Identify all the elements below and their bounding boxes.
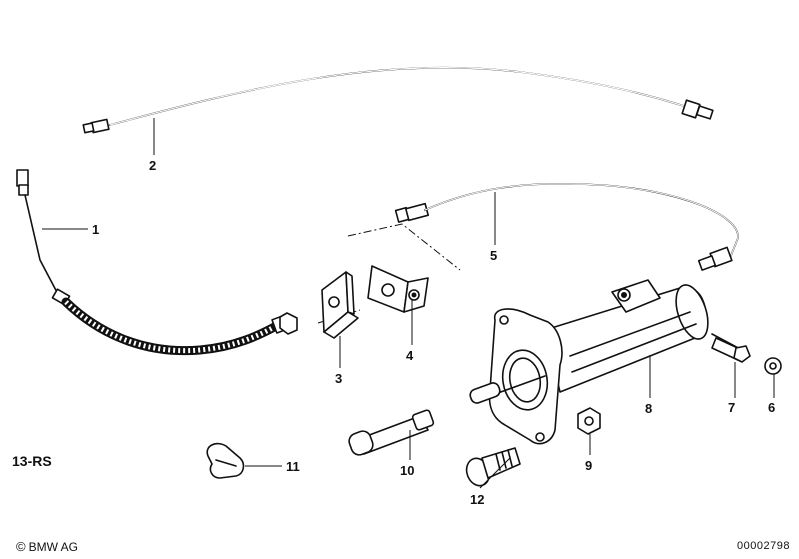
part-12-bolt [465, 447, 521, 487]
part-1-pipe-with-hose [16, 169, 298, 356]
callout-10: 10 [400, 463, 414, 478]
callout-1: 1 [92, 222, 99, 237]
footer-brand: © BMW AG [16, 539, 78, 554]
callout-2: 2 [149, 158, 156, 173]
callout-7: 7 [728, 400, 735, 415]
part-8-slave-cylinder [488, 279, 709, 445]
copyright-icon: © [16, 539, 26, 554]
callout-4: 4 [406, 348, 414, 363]
part-9-nut [577, 407, 601, 435]
part-2-pipe-line [82, 66, 714, 134]
part-10-push-rod [348, 375, 546, 456]
part-7-bleeder-screw [711, 333, 751, 363]
part-5-pipe-line [394, 182, 739, 271]
callout-9: 9 [585, 458, 592, 473]
brand-name: BMW AG [28, 539, 78, 554]
leader-lines [42, 118, 775, 489]
diagram-code-label: 13-RS [12, 453, 52, 469]
callout-12: 12 [470, 492, 484, 507]
part-4-bracket-plate [367, 265, 429, 313]
callout-11: 11 [286, 459, 300, 474]
callout-8: 8 [645, 401, 652, 416]
callout-5: 5 [490, 248, 497, 263]
callouts: 1 2 3 4 5 6 7 8 9 10 11 12 [92, 158, 775, 507]
part-3-bracket [321, 271, 359, 339]
part-11-clip [206, 442, 245, 479]
document-number: 00002798 [737, 540, 790, 552]
part-6-dust-cap [764, 357, 782, 375]
callout-3: 3 [335, 371, 342, 386]
callout-6: 6 [768, 400, 775, 415]
